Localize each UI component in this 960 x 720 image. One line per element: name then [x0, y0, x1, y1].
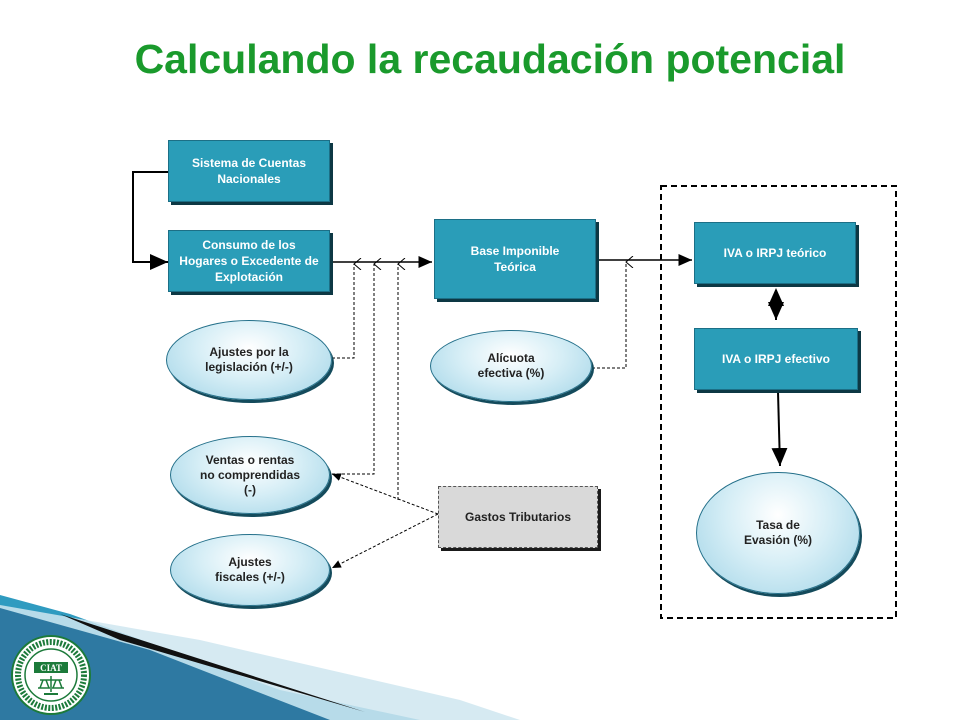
connector-ajustes-legislacion [332, 264, 354, 359]
connector-gastos-ajustes [331, 513, 439, 569]
node-ventas-rentas: Ventas o rentas no comprendidas (-) [170, 436, 330, 514]
connector-ventas [332, 264, 374, 475]
node-ajustes-fiscales: Ajustes fiscales (+/-) [170, 534, 330, 606]
node-sistema-cuentas: Sistema de Cuentas Nacionales [168, 140, 330, 202]
connector-efectivo-tasa [771, 391, 788, 467]
node-consumo-hogares: Consumo de los Hogares o Excedente de Ex… [168, 230, 330, 292]
ciat-logo: CIAT [11, 635, 91, 715]
connector-gastos-ventas [331, 473, 439, 515]
node-iva-teorico: IVA o IRPJ teórico [694, 222, 856, 284]
connector-sistema-consumo [132, 171, 168, 270]
node-tasa-evasion: Tasa de Evasión (%) [696, 472, 860, 594]
node-base-imponible: Base Imponible Teórica [434, 219, 596, 299]
node-gastos-tributarios: Gastos Tributarios [438, 486, 598, 548]
decor-black-wedge [60, 614, 365, 712]
evasion-group-frame [660, 185, 897, 619]
node-ajustes-legislacion: Ajustes por la legislación (+/-) [166, 320, 332, 400]
node-alicuota: Alícuota efectiva (%) [430, 330, 592, 402]
node-iva-efectivo: IVA o IRPJ efectivo [694, 328, 858, 390]
svg-text:CIAT: CIAT [40, 663, 62, 673]
page-title: Calculando la recaudación potencial [134, 36, 846, 82]
connector-alicuota [592, 262, 626, 369]
